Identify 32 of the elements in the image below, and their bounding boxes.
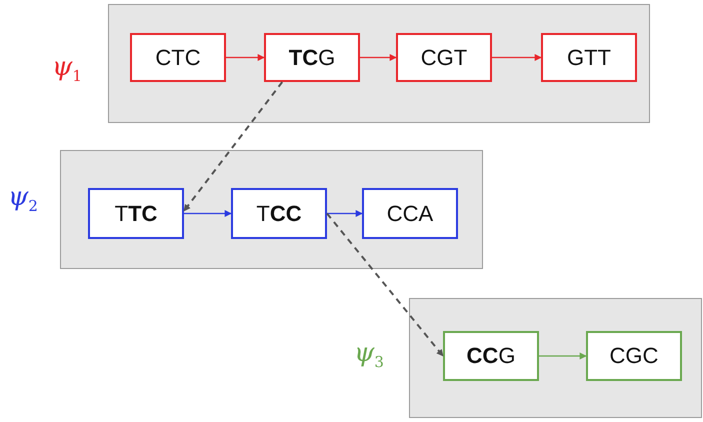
codon-label: CCA <box>386 200 434 226</box>
codon-box <box>541 33 637 82</box>
codon-box <box>586 331 682 381</box>
arrow <box>226 54 265 61</box>
arrow <box>360 54 397 61</box>
codon-label: TCG <box>288 44 336 70</box>
codon-box <box>231 188 327 239</box>
codon-box <box>130 33 226 82</box>
codon-label: CCG <box>466 343 516 369</box>
group-panel <box>60 150 483 269</box>
codon-box <box>264 33 360 82</box>
codon-label: TTC <box>114 200 158 226</box>
sequence-label: ψ$_{1}$ <box>52 52 82 86</box>
codon-label: CTC <box>155 44 201 70</box>
arrow <box>492 54 542 61</box>
arrow <box>539 352 587 360</box>
group-panel <box>108 4 650 123</box>
codon-label: TCC <box>256 200 302 226</box>
arrow <box>184 210 232 217</box>
dashed-arrow <box>183 81 284 212</box>
sequence-label: ψ$_{3}$ <box>354 338 384 372</box>
codon-label: GTT <box>567 44 611 70</box>
group-panel <box>409 298 702 418</box>
codon-box <box>88 188 184 239</box>
codon-label: CGC <box>610 343 658 369</box>
sequence-label: ψ$_{2}$ <box>8 182 38 216</box>
arrow <box>327 210 363 217</box>
codon-box <box>443 331 539 381</box>
codon-box <box>396 33 492 82</box>
codon-label: CGT <box>420 44 468 70</box>
dashed-arrow <box>326 212 444 357</box>
codon-box <box>362 188 458 239</box>
